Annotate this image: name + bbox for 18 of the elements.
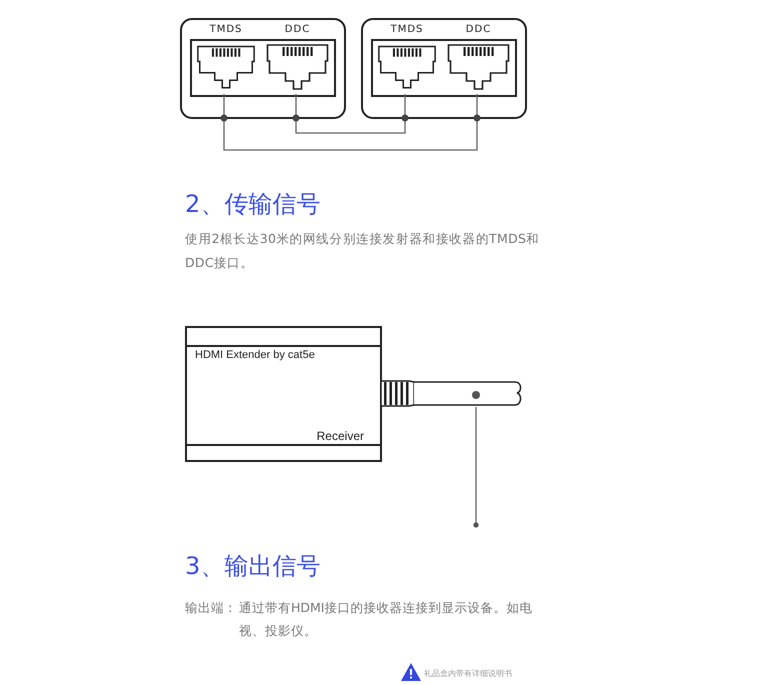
port-label: DDC (464, 24, 492, 36)
jack-panel (361, 18, 527, 119)
jack-panel (180, 18, 346, 119)
device-label: Receiver (316, 429, 364, 443)
note-text: 礼品盒内带有详细说明书 (424, 668, 512, 679)
port-label: TMDS (208, 24, 244, 36)
section-heading: 2、传输信号 (185, 189, 320, 220)
cable-line (220, 94, 480, 151)
cable-line (292, 94, 408, 134)
leader-line (473, 407, 479, 528)
port-label: DDC (284, 24, 312, 36)
section-heading: 3、输出信号 (185, 551, 320, 582)
port-label: TMDS (390, 24, 424, 36)
description-text: 通过带有HDMI接口的接收器连接到显示设备。如电视、投影仪。 (239, 599, 534, 640)
receiver-box (185, 326, 382, 462)
device-label: HDMI Extender by cat5e (195, 349, 315, 361)
field-label: 输出端： (185, 599, 237, 617)
description-text: 使用2根长达30米的网线分别连接发射器和接收器的TMDS和DDC接口。 (185, 230, 541, 272)
